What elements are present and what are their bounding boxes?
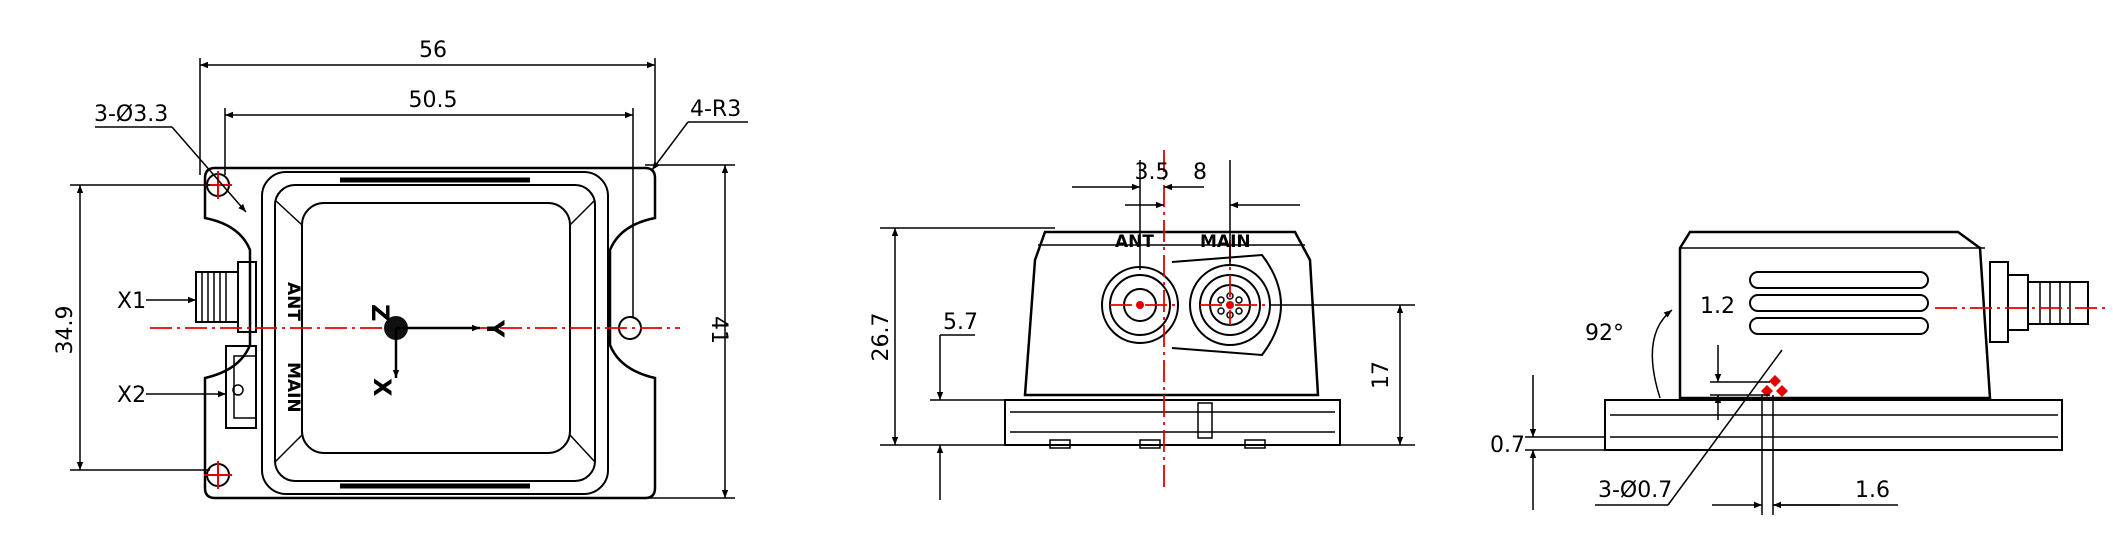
svg-text:56: 56	[419, 38, 447, 63]
connector-x1	[195, 261, 257, 333]
vent-slot	[1749, 317, 1929, 335]
svg-text:26.7: 26.7	[869, 313, 894, 362]
dim-41: 41	[645, 164, 735, 499]
dim-5-7: 5.7	[930, 310, 1005, 500]
top-view-housing	[261, 171, 609, 495]
svg-text:3.5: 3.5	[1135, 160, 1170, 185]
connector-x2	[225, 345, 257, 429]
dim-8: 8	[1125, 160, 1300, 265]
dim-92-deg: 92°	[1585, 309, 1673, 399]
vent-slot	[1749, 271, 1929, 289]
svg-text:8: 8	[1193, 160, 1207, 185]
svg-text:1.6: 1.6	[1855, 478, 1890, 503]
side-connector	[1989, 261, 2089, 343]
dim-1-6: 1.6	[1712, 395, 1898, 515]
svg-text:3-Ø3.3: 3-Ø3.3	[94, 102, 168, 127]
vent-slot	[1749, 294, 1929, 312]
mount-hole	[204, 461, 232, 489]
svg-text:34.9: 34.9	[53, 306, 78, 355]
axis-z-label: Z	[366, 304, 394, 321]
dim-56: 56	[199, 38, 656, 175]
callout-3-d3-3: 3-Ø3.3	[94, 102, 247, 213]
dim-26-7: 26.7	[869, 227, 1055, 446]
svg-text:X2: X2	[117, 383, 146, 408]
svg-text:3-Ø0.7: 3-Ø0.7	[1598, 478, 1672, 503]
dim-17: 17	[1270, 304, 1415, 446]
svg-text:5.7: 5.7	[943, 310, 978, 335]
front-ant-label: ANT	[1115, 232, 1154, 252]
sensor-axes: Z X Y	[366, 304, 509, 397]
svg-text:17: 17	[1369, 361, 1394, 389]
svg-text:41: 41	[706, 316, 731, 344]
svg-text:X1: X1	[117, 289, 146, 314]
callout-3-d0-7: 3-Ø0.7	[1595, 349, 1783, 506]
callout-x1: X1	[117, 289, 196, 314]
dim-0-7: 0.7	[1490, 375, 1605, 510]
callout-4-r3: 4-R3	[651, 97, 748, 171]
svg-text:0.7: 0.7	[1490, 433, 1525, 458]
top-ant-label: ANT	[283, 282, 303, 321]
axis-y-label: Y	[481, 319, 509, 338]
front-main-label: MAIN	[1200, 232, 1251, 252]
svg-text:4-R3: 4-R3	[690, 97, 741, 122]
dim-50-5: 50.5	[224, 88, 634, 318]
svg-text:92°: 92°	[1585, 321, 1624, 346]
alignment-pins	[1761, 375, 1788, 397]
dim-34-9: 34.9	[53, 184, 210, 471]
front-view: ANT MAIN 3.5 8 26.7	[869, 150, 1415, 500]
svg-text:1.2: 1.2	[1700, 294, 1735, 319]
dim-3-5: 3.5	[1072, 160, 1204, 270]
axis-x-label: X	[368, 378, 396, 397]
dim-1-2: 1.2	[1700, 294, 1770, 420]
callout-x2: X2	[117, 383, 226, 408]
top-view: ANT MAIN Z X Y	[53, 38, 748, 500]
svg-text:50.5: 50.5	[409, 88, 458, 113]
top-main-label: MAIN	[283, 362, 303, 413]
side-view: 92° 1.2 0.7 3-Ø0.7 1.6	[1490, 230, 2110, 515]
top-view-outline	[203, 166, 657, 500]
front-view-housing	[1023, 230, 1320, 397]
